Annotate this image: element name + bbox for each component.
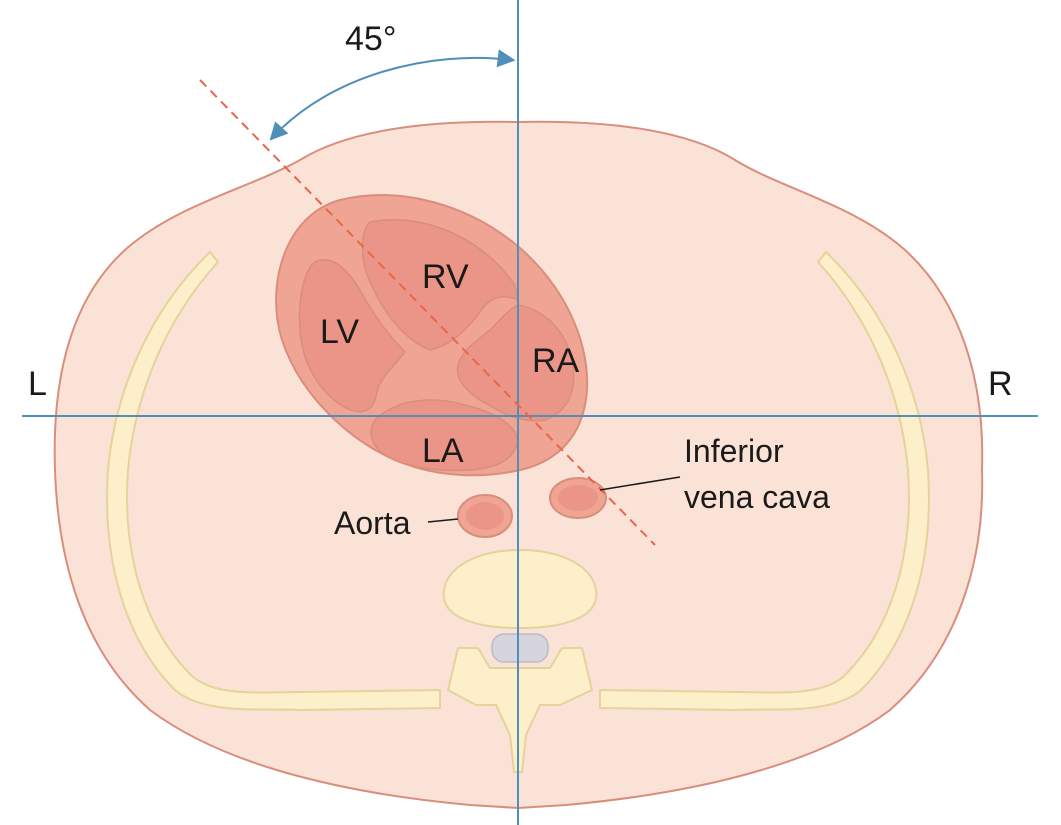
left-side-label: L <box>28 365 47 403</box>
ivc-label-line1: Inferior <box>684 433 784 469</box>
aorta-label: Aorta <box>334 505 411 541</box>
la-label: LA <box>422 432 464 470</box>
lv-label: LV <box>320 313 359 351</box>
vertebral-body <box>444 550 597 628</box>
right-side-label: R <box>988 365 1013 403</box>
ivc-lumen <box>558 485 598 511</box>
ivc-label-line2: vena cava <box>684 479 830 515</box>
ra-label: RA <box>532 342 580 380</box>
rv-label: RV <box>422 258 469 296</box>
spinal-cord <box>492 634 548 662</box>
aorta-lumen <box>466 502 504 530</box>
angle-label: 45° <box>345 20 396 58</box>
